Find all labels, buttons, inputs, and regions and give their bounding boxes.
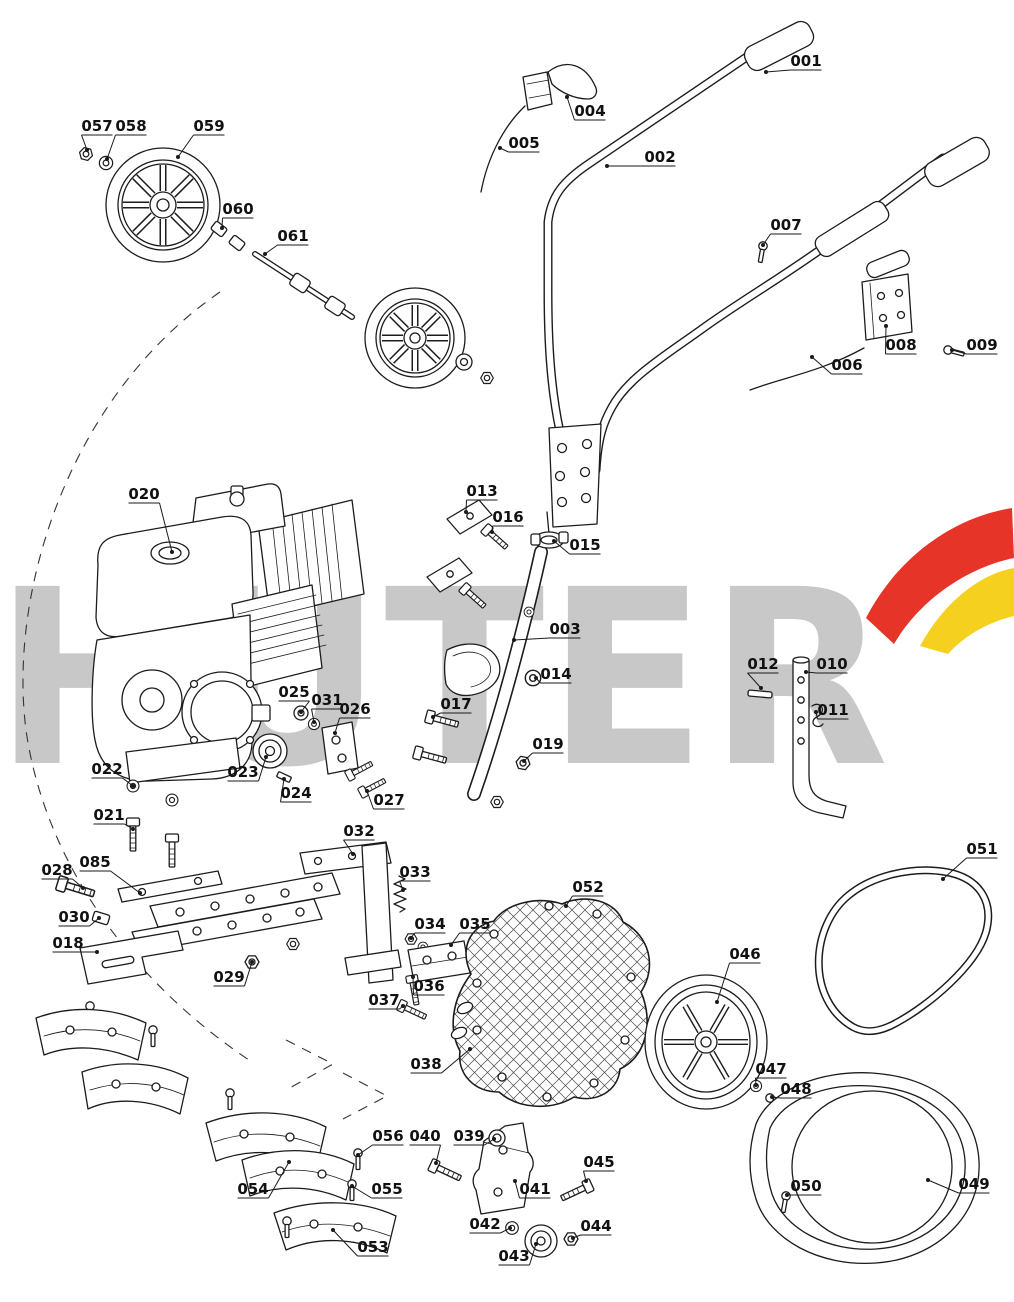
tensioner-bracket-illustration (426, 1122, 596, 1258)
wheel-illustration-right (364, 287, 494, 389)
engine-illustration (91, 483, 365, 784)
throttle-cable-illustration (480, 105, 526, 193)
driven-pulley-illustration (644, 974, 788, 1110)
guard-illustration (450, 898, 651, 1107)
leader-lines (41, 69, 998, 1266)
handle-grip-icon (924, 136, 990, 188)
brand-flag-icon (866, 508, 1014, 654)
dashed-guides (22, 291, 389, 1120)
belt-cover-illustration (749, 1072, 980, 1265)
handlebar-illustration (543, 20, 990, 528)
column-illustration (411, 499, 569, 809)
wheel-axle-illustration (210, 220, 355, 320)
handle-grip-icon (743, 20, 815, 72)
engine-pulley-illustration (252, 705, 388, 800)
handle-sleeve-icon (814, 200, 890, 258)
clutch-cable-illustration (749, 347, 865, 391)
throttle-lever-illustration (480, 63, 598, 193)
frame-illustration (54, 841, 471, 1048)
tine-blades-illustration (35, 1008, 397, 1254)
clutch-lever-illustration (749, 249, 966, 391)
depth-stake-illustration (747, 656, 847, 819)
belt-illustration (814, 866, 993, 1036)
wheel-illustration-left (105, 147, 221, 263)
